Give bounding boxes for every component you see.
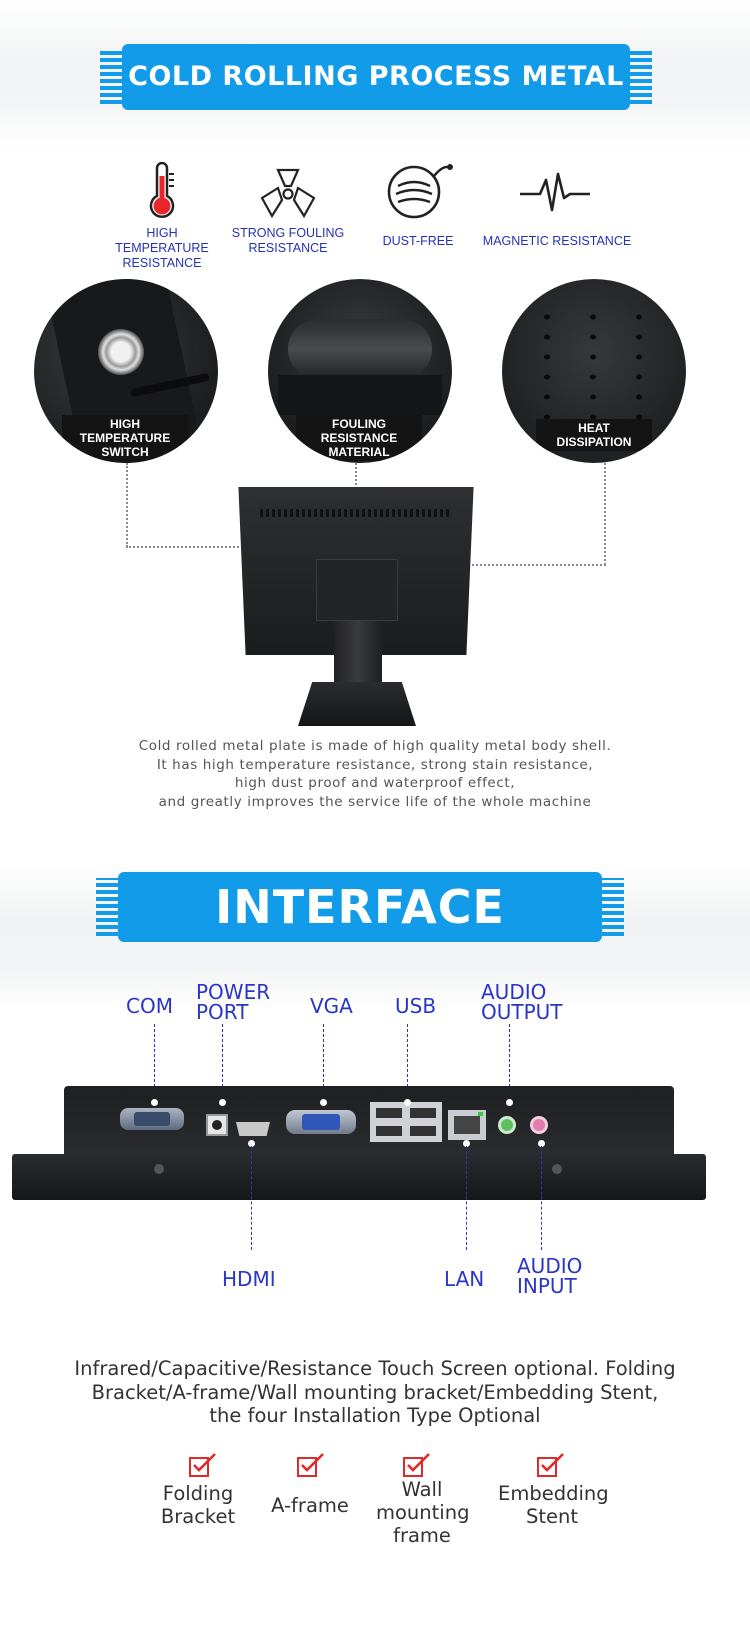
guide-line bbox=[509, 1024, 510, 1102]
detail-fouling-photo: FOULING RESISTANCE MATERIAL bbox=[268, 279, 452, 463]
radiation-icon bbox=[260, 168, 316, 219]
banner-title: INTERFACE bbox=[215, 880, 505, 934]
checkbox-icon bbox=[297, 1453, 324, 1477]
port-label-hdmi: HDMI bbox=[222, 1267, 276, 1291]
feature-fouling: STRONG FOULING RESISTANCE bbox=[226, 160, 350, 260]
connector-line bbox=[436, 564, 606, 566]
guide-line bbox=[466, 1146, 467, 1250]
mask-icon bbox=[387, 164, 453, 219]
banner-interface: INTERFACE bbox=[96, 872, 624, 942]
guide-line bbox=[154, 1024, 155, 1102]
lan-port bbox=[448, 1110, 486, 1140]
monitor-front-bezel bbox=[12, 1154, 706, 1200]
install-line: Infrared/Capacitive/Resistance Touch Scr… bbox=[74, 1357, 676, 1380]
guide-dot bbox=[248, 1140, 255, 1147]
guide-dot bbox=[219, 1099, 226, 1106]
vga-port-inner bbox=[302, 1114, 340, 1130]
guide-dot bbox=[151, 1099, 158, 1106]
monitor-io-panel bbox=[64, 1086, 674, 1156]
usb-slot bbox=[376, 1126, 402, 1136]
thermometer-icon bbox=[149, 162, 175, 219]
guide-dot bbox=[506, 1099, 513, 1106]
usb-ports bbox=[370, 1102, 442, 1142]
usb-slot bbox=[410, 1108, 436, 1118]
lan-port-inner bbox=[454, 1116, 480, 1134]
checkbox-icon bbox=[537, 1453, 564, 1477]
description-line: It has high temperature resistance, stro… bbox=[156, 756, 594, 773]
feature-dust-free: DUST-FREE bbox=[366, 160, 470, 260]
guide-dot bbox=[404, 1099, 411, 1106]
vent-strip bbox=[260, 509, 450, 517]
callout-label: HIGH TEMPERATURE SWITCH bbox=[62, 415, 188, 461]
detail-switch-photo: HIGH TEMPERATURE SWITCH bbox=[34, 279, 218, 463]
guide-line bbox=[541, 1146, 542, 1250]
guide-dot bbox=[320, 1099, 327, 1106]
guide-dot bbox=[538, 1140, 545, 1147]
feature-label: MAGNETIC RESISTANCE bbox=[482, 234, 632, 248]
install-description: Infrared/Capacitive/Resistance Touch Scr… bbox=[20, 1357, 730, 1428]
pulse-icon bbox=[520, 172, 590, 212]
port-label-usb: USB bbox=[395, 994, 437, 1018]
port-label-vga: VGA bbox=[310, 994, 353, 1018]
option-label: A-frame bbox=[271, 1494, 349, 1517]
port-label-audio-input: AUDIO INPUT bbox=[517, 1254, 583, 1298]
screw bbox=[552, 1164, 562, 1174]
connector-line bbox=[126, 463, 128, 547]
banner-title: COLD ROLLING PROCESS METAL bbox=[128, 61, 624, 92]
option-label: Embedding Stent bbox=[498, 1482, 609, 1528]
audio-out-port bbox=[498, 1116, 516, 1134]
guide-line bbox=[222, 1024, 223, 1102]
checkbox-icon bbox=[403, 1453, 430, 1477]
power-port-inner bbox=[212, 1120, 222, 1130]
guide-line bbox=[323, 1024, 324, 1102]
option-embedding-stent: Embedding Stent bbox=[490, 1452, 614, 1532]
install-line: Bracket/A-frame/Wall mounting bracket/Em… bbox=[91, 1380, 659, 1404]
option-label: Folding Bracket bbox=[160, 1482, 236, 1528]
connector-line bbox=[604, 463, 606, 565]
option-a-frame: A-frame bbox=[260, 1452, 360, 1532]
hinge-shape bbox=[288, 319, 432, 379]
description-line: Cold rolled metal plate is made of high … bbox=[138, 738, 612, 754]
vga-port bbox=[286, 1110, 356, 1134]
feature-magnetic: MAGNETIC RESISTANCE bbox=[482, 160, 632, 260]
port-label-power: POWER PORT bbox=[196, 980, 271, 1024]
com-port bbox=[120, 1108, 184, 1130]
option-folding-bracket: Folding Bracket bbox=[148, 1452, 248, 1532]
feature-label: STRONG FOULING RESISTANCE bbox=[231, 226, 345, 255]
usb-slot bbox=[410, 1126, 436, 1136]
option-label: Wall mounting frame bbox=[376, 1478, 470, 1547]
audio-in-port bbox=[530, 1116, 548, 1134]
checkbox-icon bbox=[189, 1453, 216, 1477]
option-wall-mounting: Wall mounting frame bbox=[362, 1452, 482, 1552]
com-port-inner bbox=[134, 1112, 170, 1126]
port-label-audio-output: AUDIO OUTPUT bbox=[481, 980, 563, 1024]
guide-dot bbox=[463, 1140, 470, 1147]
vesa-plate bbox=[316, 559, 398, 621]
feature-high-temperature: HIGH TEMPERATURE RESISTANCE bbox=[100, 160, 224, 270]
description-line: and greatly improves the service life of… bbox=[158, 793, 592, 810]
callout-label: FOULING RESISTANCE MATERIAL bbox=[296, 415, 422, 461]
banner-cold-rolling: COLD ROLLING PROCESS METAL bbox=[100, 44, 652, 110]
stand-base bbox=[298, 682, 416, 726]
connector-line bbox=[126, 546, 262, 548]
power-port bbox=[206, 1114, 228, 1136]
guide-line bbox=[251, 1146, 252, 1250]
detail-heat-photo: HEAT DISSIPATION bbox=[502, 279, 686, 463]
hdmi-port bbox=[236, 1122, 270, 1136]
port-label-com: COM bbox=[126, 994, 173, 1018]
switch-button bbox=[98, 329, 144, 375]
description-line: high dust proof and waterproof effect, bbox=[234, 775, 516, 791]
usb-slot bbox=[376, 1108, 402, 1118]
lan-led bbox=[478, 1112, 483, 1116]
screw bbox=[154, 1164, 164, 1174]
feature-label: HIGH TEMPERATURE RESISTANCE bbox=[115, 226, 209, 270]
callout-label: HEAT DISSIPATION bbox=[536, 419, 652, 451]
install-line: the four Installation Type Optional bbox=[209, 1404, 541, 1427]
feature-label: DUST-FREE bbox=[382, 234, 454, 248]
port-label-lan: LAN bbox=[444, 1267, 485, 1291]
hinge-base bbox=[278, 375, 442, 415]
description: Cold rolled metal plate is made of high … bbox=[60, 737, 690, 811]
guide-line bbox=[407, 1024, 408, 1102]
